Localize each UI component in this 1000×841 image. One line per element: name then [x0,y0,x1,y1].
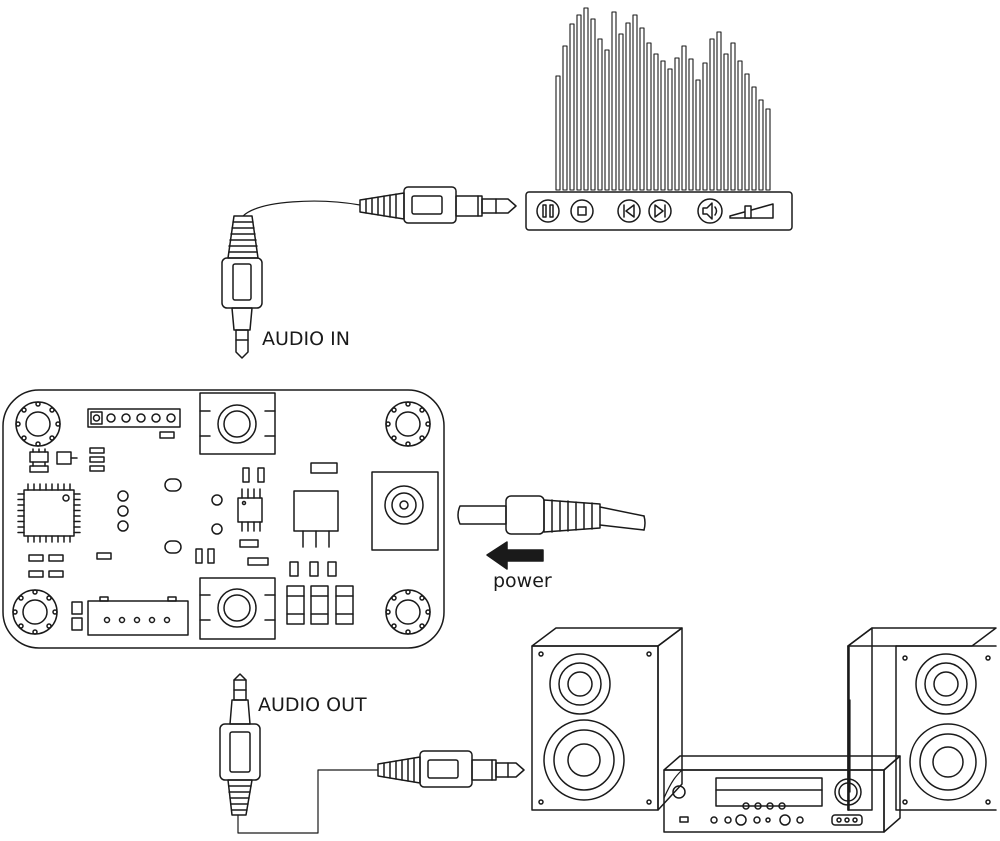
equalizer-bar [702,62,708,191]
equalizer-bar [667,68,673,191]
equalizer-bar [611,11,617,191]
equalizer-bar [737,60,743,191]
speaker-left [531,627,683,811]
equalizer-bar [625,22,631,191]
mounting-hole-bottom-right [385,589,431,635]
equalizer-bar [709,38,715,191]
equalizer-bars [555,7,771,191]
audio-in-jack [199,392,276,455]
audio-in-label: AUDIO IN [262,328,350,350]
pcb-board [2,389,445,649]
speaker-icon[interactable] [697,198,723,224]
power-plug [457,495,646,535]
equalizer-bar [751,86,757,191]
voltage-regulator [293,490,339,548]
microcontroller-pins [17,483,81,543]
audio-out-plug [219,673,261,816]
equalizer-bar [660,60,666,191]
equalizer-bar [758,99,764,191]
media-player [525,7,793,231]
equalizer-bar [583,7,589,191]
test-points [117,490,223,535]
next-icon[interactable] [648,199,672,223]
equalizer-bar [730,42,736,191]
capacitors [286,561,354,625]
equalizer-bar [597,38,603,191]
equalizer-bar [688,58,694,191]
audio-in-plug [221,215,263,359]
amplifier [663,699,901,833]
mounting-hole-top-left [15,401,61,447]
smd-components-left [29,447,105,473]
audio-out-cable [219,673,525,834]
speaker-right [847,627,997,811]
mounting-hole-bottom-left [12,589,58,635]
equalizer-bar [695,79,701,191]
player-control-bar [525,191,793,231]
equalizer-bar [681,45,687,191]
audio-in-cable [221,186,517,359]
equalizer-bar [569,23,575,191]
power-arrow-icon [486,541,544,570]
equalizer-bar [716,31,722,191]
pause-icon[interactable] [536,199,560,223]
equalizer-bar [653,53,659,191]
equalizer-bar [590,18,596,191]
smd-resistors [28,462,338,578]
audio-out-amp-plug [377,750,525,788]
equalizer-bar [765,108,771,191]
equalizer-bar [639,27,645,191]
equalizer-bar [723,53,729,191]
equalizer-bar [646,42,652,191]
microcontroller-chip [23,489,75,537]
jst-connector [71,596,189,636]
audio-in-player-plug [359,186,517,224]
equalizer-bar [674,57,680,191]
equalizer-bar [632,14,638,191]
volume-slider-icon[interactable] [729,203,774,219]
op-amp-chip [237,467,265,548]
equalizer-bar [555,75,561,191]
equalizer-bar [744,73,750,191]
equalizer-bar [604,49,610,191]
previous-icon[interactable] [617,199,641,223]
stop-icon[interactable] [570,199,594,223]
equalizer-bar [576,14,582,191]
power-label: power [493,570,552,592]
audio-out-jack [199,577,276,640]
equalizer-bar [618,33,624,191]
audio-out-label: AUDIO OUT [258,694,367,716]
mounting-hole-top-right [385,401,431,447]
pin-header [87,408,181,439]
dc-power-jack [371,471,439,551]
equalizer-bar [562,45,568,191]
